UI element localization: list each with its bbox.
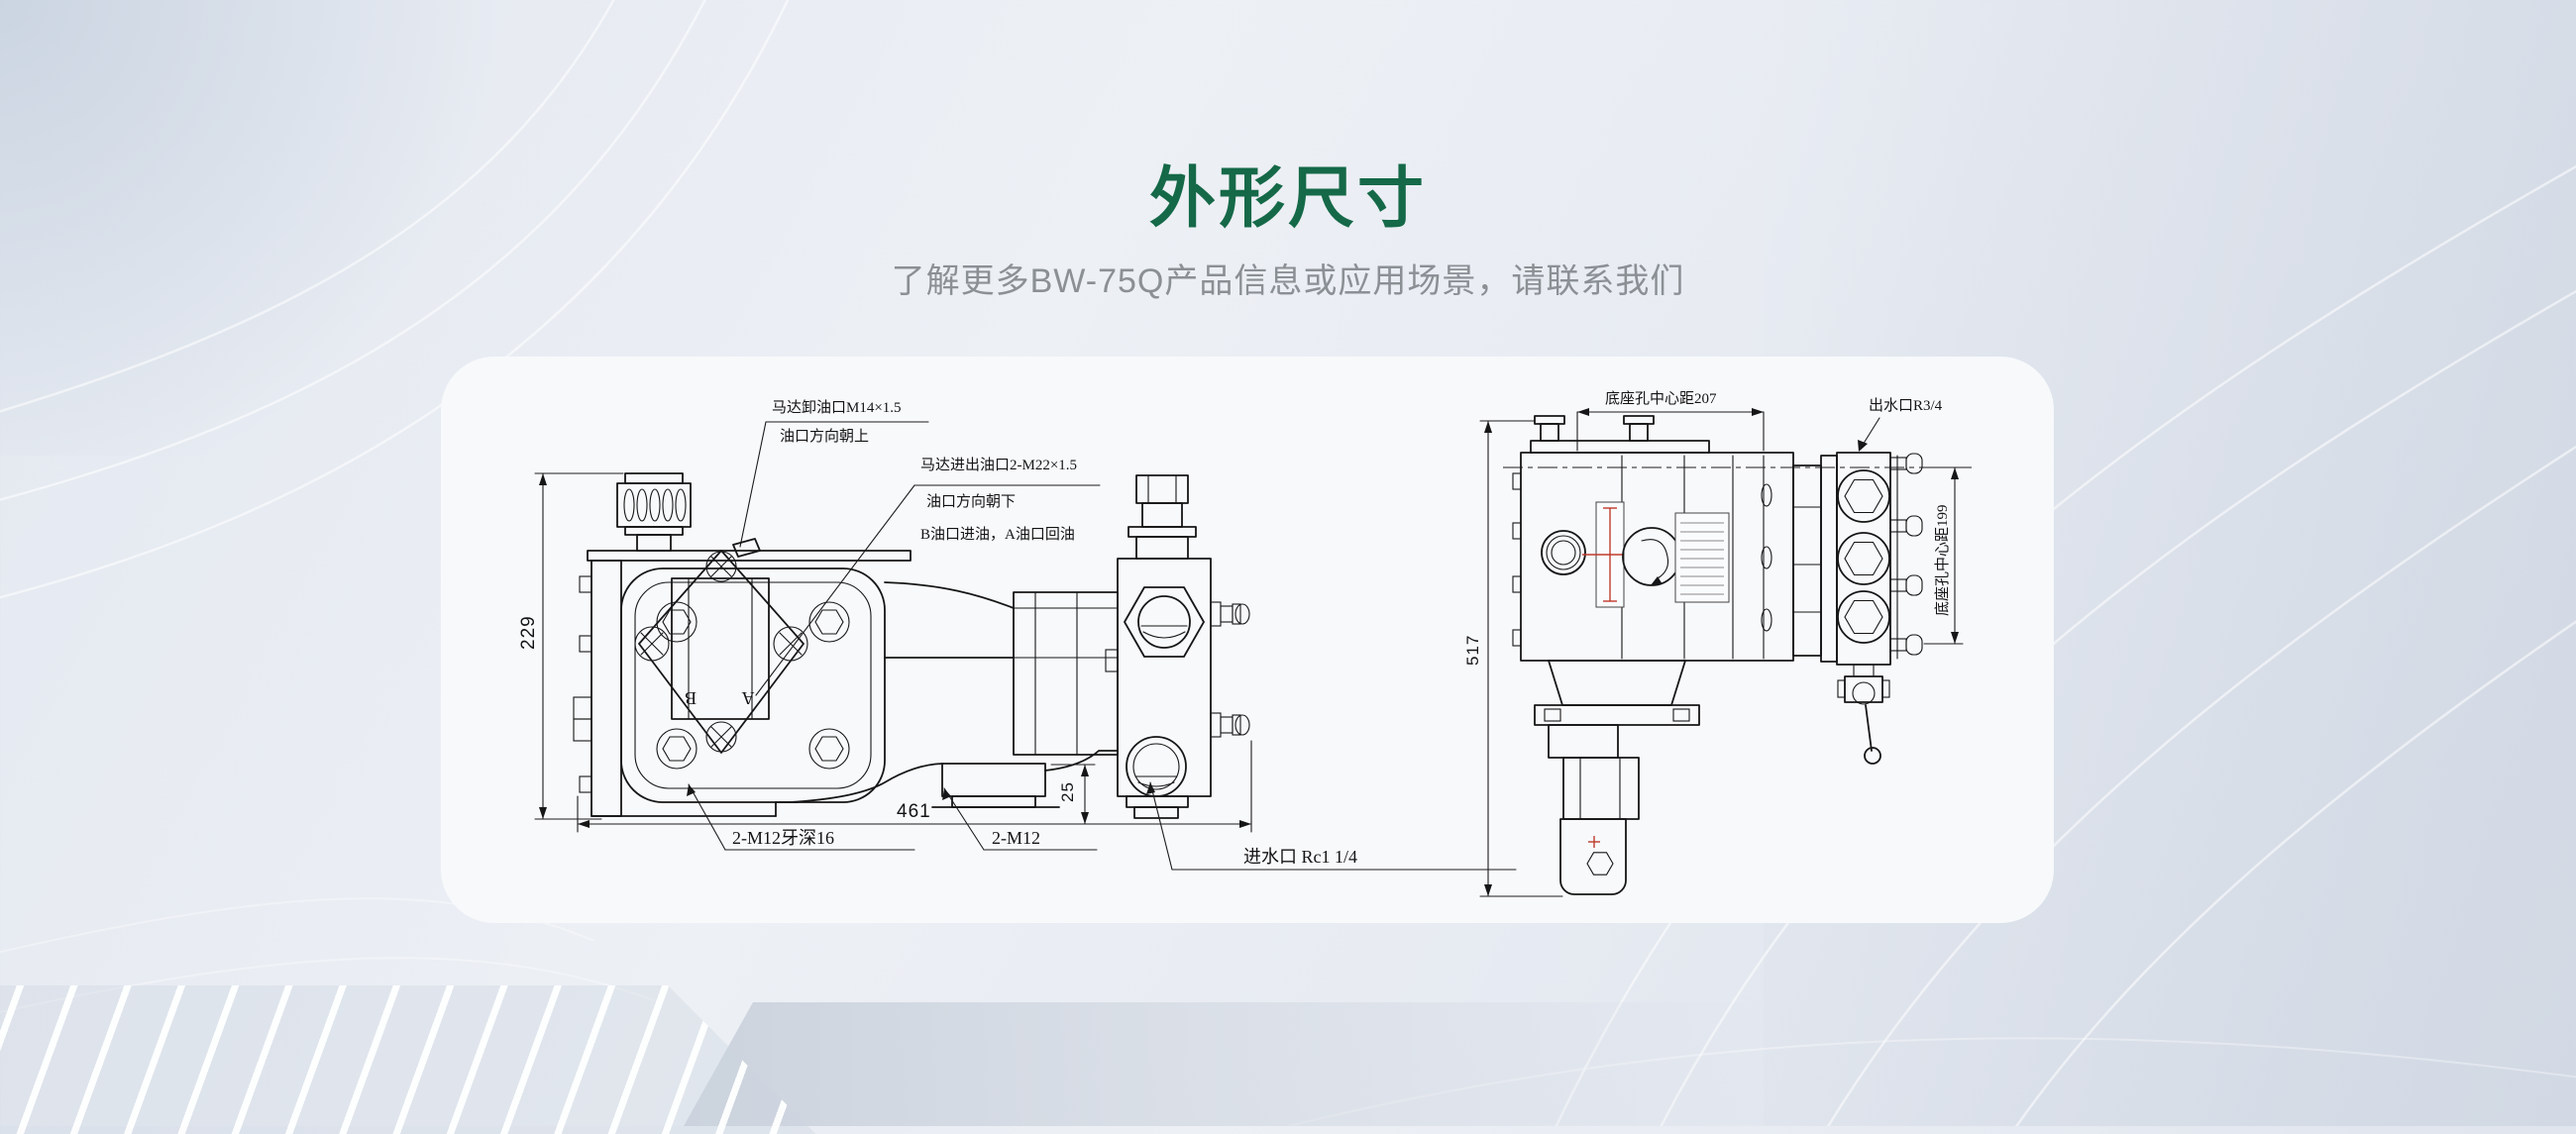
outlet-label: 出水口R3/4	[1869, 397, 1943, 414]
front-width-dimension: 461	[577, 740, 1252, 833]
thread-mid-callout: 2-M12	[942, 787, 1098, 851]
port-b-letter: B	[685, 688, 697, 708]
front-width-dimension-label: 461	[897, 801, 931, 822]
dimension-drawing-card: 229	[441, 357, 2054, 923]
motor-ports-line2: 油口方向朝下	[926, 493, 1016, 510]
technical-drawing: 229	[518, 390, 1972, 897]
front-height-dimension: 229	[518, 472, 624, 820]
base-holes-dimension: 底座孔中心距207	[1576, 390, 1765, 452]
front-view-drawing: 229	[518, 399, 1517, 871]
outlet-callout: 出水口R3/4	[1858, 397, 1943, 452]
inlet-label: 进水口 Rc1 1/4	[1243, 847, 1357, 867]
crankcase-side	[1503, 415, 1972, 662]
pump-head-side	[1792, 452, 1923, 765]
page-title: 外形尺寸	[1149, 161, 1427, 236]
mounting-bracket	[1534, 660, 1700, 895]
base-holes-dimension-label: 底座孔中心距207	[1605, 390, 1717, 407]
relief-port-annotation: 马达卸油口M14×1.5 油口方向朝上	[739, 399, 929, 548]
connecting-arm	[789, 581, 1119, 808]
motor-ports-line3: B油口进油，A油口回油	[920, 526, 1075, 543]
thread-left-label: 2-M12牙深16	[732, 828, 834, 848]
motor-ports-line1: 马达进出油口2-M22×1.5	[920, 457, 1077, 473]
base-holes-vertical-label: 底座孔中心距199	[1934, 504, 1951, 616]
side-height-dimension-label: 517	[1463, 635, 1482, 666]
motor-ports-annotation: 马达进出油口2-M22×1.5 油口方向朝下 B油口进油，A油口回油	[755, 457, 1101, 696]
background-diagonal-stripes	[0, 985, 816, 1134]
side-height-dimension: 517	[1463, 420, 1563, 897]
thread-mid-label: 2-M12	[992, 828, 1040, 848]
thread-left-callout: 2-M12牙深16	[687, 783, 915, 851]
front-height-dimension-label: 229	[518, 615, 539, 650]
base-holes-vertical-dimension: 底座孔中心距199	[1923, 466, 1964, 645]
page-subtitle: 了解更多BW-75Q产品信息或应用场景，请联系我们	[891, 262, 1685, 300]
relief-port-line1: 马达卸油口M14×1.5	[772, 399, 902, 416]
valve-manifold	[1105, 474, 1250, 819]
relief-port-line2: 油口方向朝上	[780, 428, 869, 445]
side-view-drawing: 517 底座孔中心距207	[1463, 390, 1972, 897]
port-a-letter: A	[742, 688, 755, 708]
inlet-callout: 进水口 Rc1 1/4	[1146, 781, 1517, 871]
front-offset-dimension: 25	[1050, 764, 1096, 825]
background-bottom-shade	[684, 1002, 2021, 1126]
pressure-regulator-knob	[616, 472, 692, 552]
front-offset-dimension-label: 25	[1058, 781, 1077, 802]
pump-body-front: B A	[573, 538, 912, 817]
